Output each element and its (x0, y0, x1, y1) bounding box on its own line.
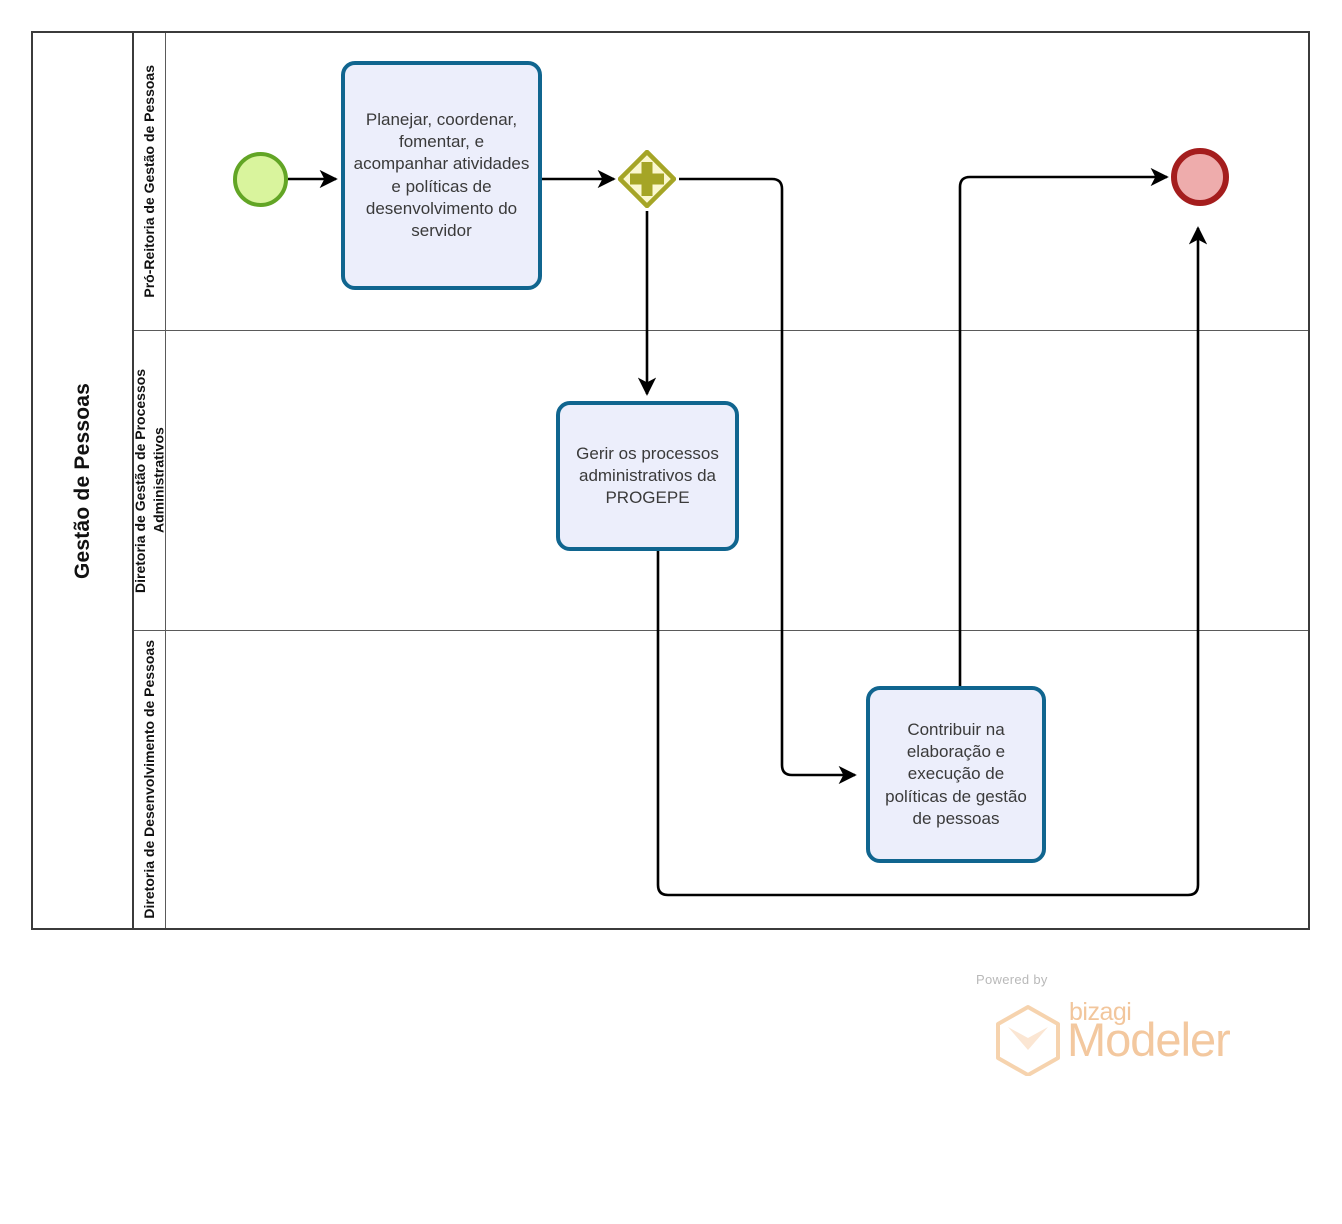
parallel-gateway-icon (617, 149, 677, 209)
bizagi-hexagon-logo-icon (996, 1005, 1060, 1076)
lane-diretoria-de-gestao-de-processos-administrativos[interactable]: Diretoria de Gestão de Processos Adminis… (132, 330, 1308, 630)
watermark-product: Modeler (1067, 1013, 1231, 1066)
flow-task2-to-end (656, 226, 1208, 897)
parallel-gateway[interactable] (617, 149, 677, 209)
lane-diretoria-de-desenvolvimento-de-pessoas[interactable]: Diretoria de Desenvolvimento de Pessoas (134, 630, 1308, 928)
task-planejar-coordenar-fomentar[interactable]: Planejar, coordenar, fomentar, e acompan… (341, 61, 542, 290)
lane-divider-1 (134, 330, 1308, 331)
lane-pro-reitoria-de-gestao-de-pessoas[interactable]: Pró-Reitoria de Gestão de Pessoas (134, 33, 1308, 330)
bizagi-watermark: Powered by bizagi Modeler (969, 972, 1259, 1076)
start-event[interactable] (233, 152, 288, 207)
watermark-brand: bizagi (1069, 998, 1132, 1026)
end-event[interactable] (1171, 148, 1229, 206)
watermark-powered-by: Powered by (976, 972, 1048, 987)
lane-header-3[interactable]: Diretoria de Desenvolvimento de Pessoas (134, 630, 166, 928)
task-contribuir-politicas-gestao-pessoas[interactable]: Contribuir na elaboração e execução de p… (866, 686, 1046, 863)
lane-header-2[interactable]: Diretoria de Gestão de Processos Adminis… (132, 330, 167, 630)
flow-task3-to-end (958, 167, 1169, 690)
lane-divider-2 (134, 630, 1308, 631)
task-label-2: Gerir os processos administrativos da PR… (576, 443, 719, 508)
lane-header-1[interactable]: Pró-Reitoria de Gestão de Pessoas (134, 33, 166, 330)
task-label-3: Contribuir na elaboração e execução de p… (885, 720, 1027, 828)
task-gerir-processos-administrativos[interactable]: Gerir os processos administrativos da PR… (556, 401, 739, 551)
task-label-1: Planejar, coordenar, fomentar, e acompan… (353, 110, 530, 240)
pool-header[interactable]: Gestão de Pessoas (33, 33, 134, 928)
flow-gateway-to-task3 (679, 177, 857, 785)
lane-container: Pró-Reitoria de Gestão de Pessoas Direto… (132, 33, 1308, 928)
